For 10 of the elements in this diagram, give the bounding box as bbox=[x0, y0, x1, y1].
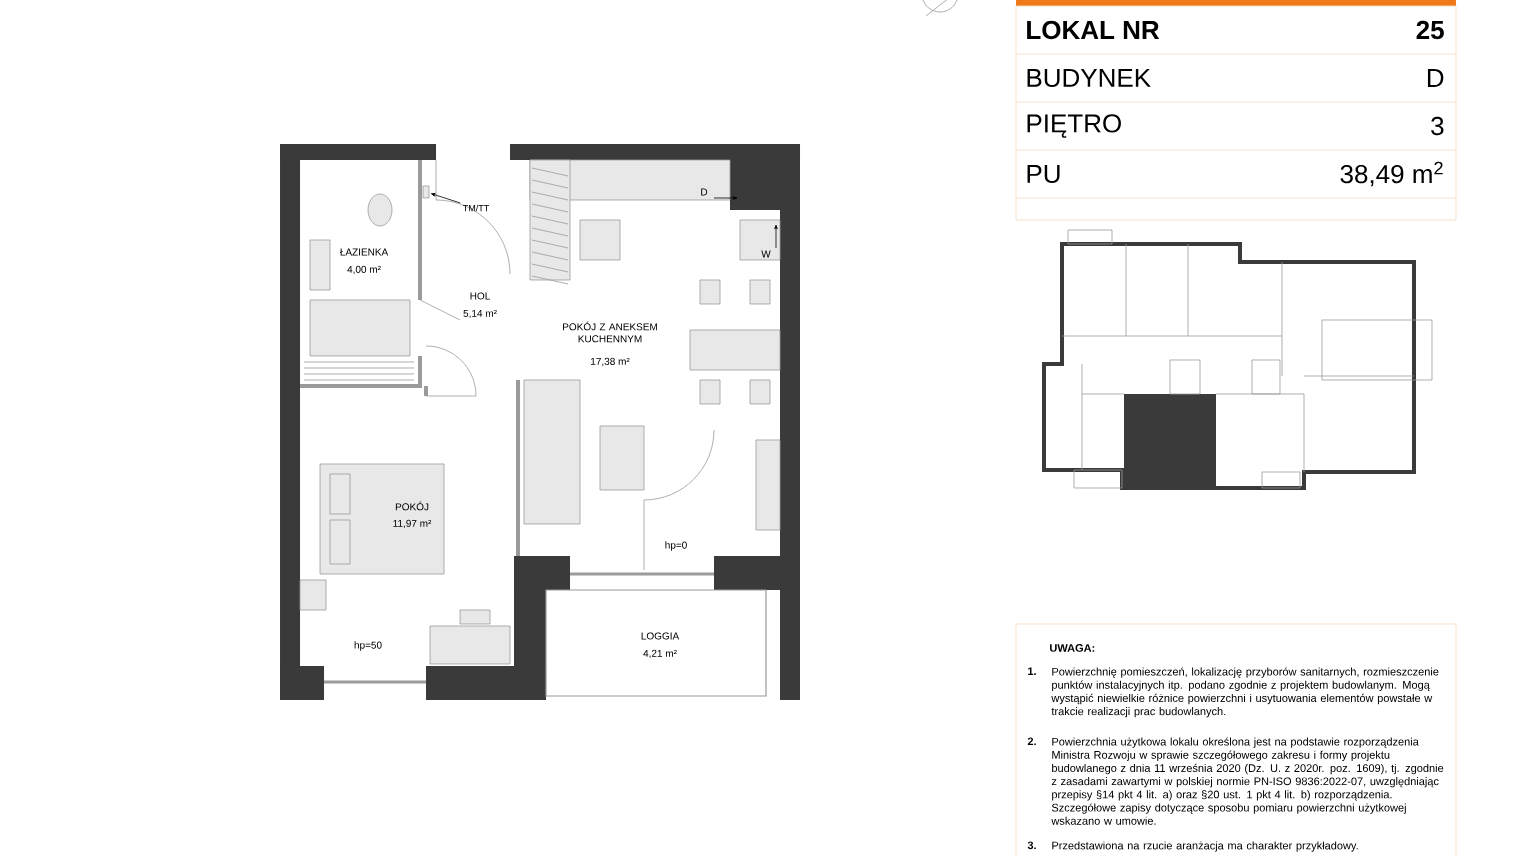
field-label: BUDYNEK bbox=[1027, 68, 1151, 88]
leader-line bbox=[431, 193, 461, 204]
field-value: 3 bbox=[1431, 116, 1444, 136]
field-value: 38,49 m$^{2}$ bbox=[1340, 161, 1443, 187]
field-value: 25 bbox=[1416, 20, 1444, 40]
field-label: LOKAL NR bbox=[1027, 20, 1160, 40]
installation-box bbox=[422, 185, 430, 199]
field-label: PIĘTRO bbox=[1027, 114, 1121, 138]
field-value: D bbox=[1427, 69, 1444, 87]
field-label: PU bbox=[1027, 164, 1060, 184]
